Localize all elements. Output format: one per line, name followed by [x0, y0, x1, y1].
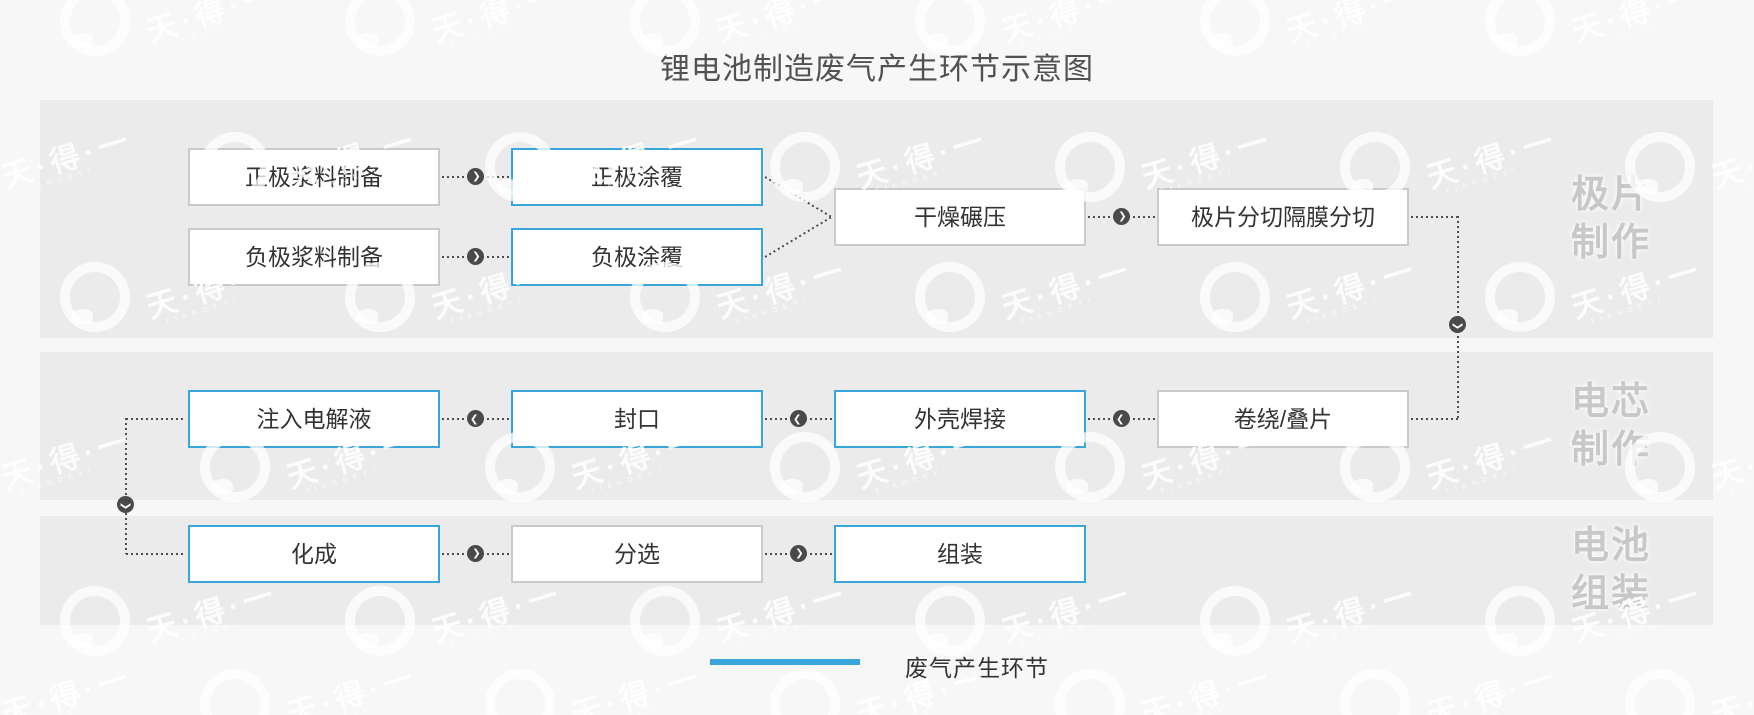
connector-injection-elbow-top: [126, 418, 186, 420]
arrow-right-icon: ❯: [467, 545, 484, 562]
watermark-logo: 天·得·一T I A N D E Y I: [485, 655, 735, 715]
arrow-left-icon: ❯: [790, 410, 807, 427]
node-drying-rolling: 干燥碾压: [834, 188, 1086, 246]
node-sorting: 分选: [511, 525, 763, 583]
node-cathode-coating: 正极涂覆: [511, 148, 763, 206]
arrow-down-icon: ❯: [117, 496, 134, 513]
arrow-left-icon: ❯: [1113, 410, 1130, 427]
legend-waste-gas-line: [710, 659, 860, 665]
node-formation: 化成: [188, 525, 440, 583]
arrow-left-icon: ❯: [467, 410, 484, 427]
arrow-right-icon: ❯: [1113, 208, 1130, 225]
connector-elbow-formation: [126, 553, 186, 555]
section-label-cell-production: 电芯 制作: [1570, 381, 1651, 471]
watermark-logo: 天·得·一T I A N D E Y I: [1340, 655, 1590, 715]
node-winding-stacking: 卷绕/叠片: [1157, 390, 1409, 448]
watermark-logo: 天·得·一T I A N D E Y I: [0, 248, 25, 343]
node-slitting: 极片分切隔膜分切: [1157, 188, 1409, 246]
arrow-right-icon: ❯: [467, 168, 484, 185]
node-anode-coating: 负极涂覆: [511, 228, 763, 286]
watermark-logo: 天·得·一T I A N D E Y I: [200, 655, 450, 715]
arrow-right-icon: ❯: [467, 248, 484, 265]
connector-injection-formation-vertical: [125, 418, 127, 554]
node-cathode-slurry: 正极浆料制备: [188, 148, 440, 206]
node-electrolyte-injection: 注入电解液: [188, 390, 440, 448]
section-label-electrode-production: 极片 制作: [1570, 174, 1651, 264]
watermark-logo: 天·得·一T I A N D E Y I: [0, 660, 137, 715]
node-assembly: 组装: [834, 525, 1086, 583]
section-label-battery-assembly: 电池 组装: [1570, 525, 1651, 615]
page-title: 锂电池制造废气产生环节示意图: [660, 53, 1094, 86]
connector-elbow-winding: [1411, 418, 1458, 420]
legend-waste-gas-label: 废气产生环节: [905, 655, 1049, 681]
watermark-logo: 天·得·一T I A N D E Y I: [1055, 655, 1305, 715]
watermark-logo: 天·得·一T I A N D E Y I: [0, 572, 25, 667]
arrow-down-icon: ❯: [1449, 316, 1466, 333]
node-sealing: 封口: [511, 390, 763, 448]
node-anode-slurry: 负极浆料制备: [188, 228, 440, 286]
connector-slitting-elbow-top: [1411, 216, 1458, 218]
arrow-right-icon: ❯: [790, 545, 807, 562]
node-shell-welding: 外壳焊接: [834, 390, 1086, 448]
watermark-logo: 天·得·一T I A N D E Y I: [1625, 655, 1754, 715]
